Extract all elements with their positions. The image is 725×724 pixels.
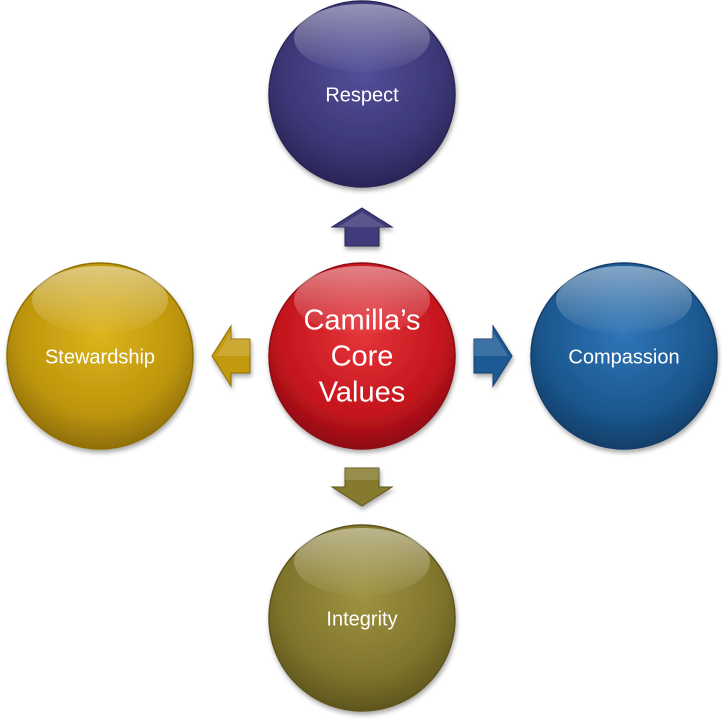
arrow-left-icon — [211, 324, 251, 388]
arrow-up-icon — [330, 207, 394, 247]
node-compassion — [530, 262, 718, 450]
node-stewardship-label: Stewardship — [45, 346, 155, 368]
center-label-line-1: Camilla’s — [303, 305, 420, 337]
node-center — [268, 262, 456, 450]
node-respect-label: Respect — [325, 84, 399, 106]
center-label-line-2: Core — [331, 341, 394, 373]
node-integrity-label: Integrity — [326, 608, 397, 630]
node-respect — [268, 0, 456, 188]
node-integrity — [268, 524, 456, 712]
arrow-right-icon — [473, 324, 513, 388]
node-compassion-label: Compassion — [568, 346, 679, 368]
node-stewardship — [6, 262, 194, 450]
arrow-down-icon — [330, 467, 394, 507]
center-label-line-3: Values — [319, 377, 406, 409]
